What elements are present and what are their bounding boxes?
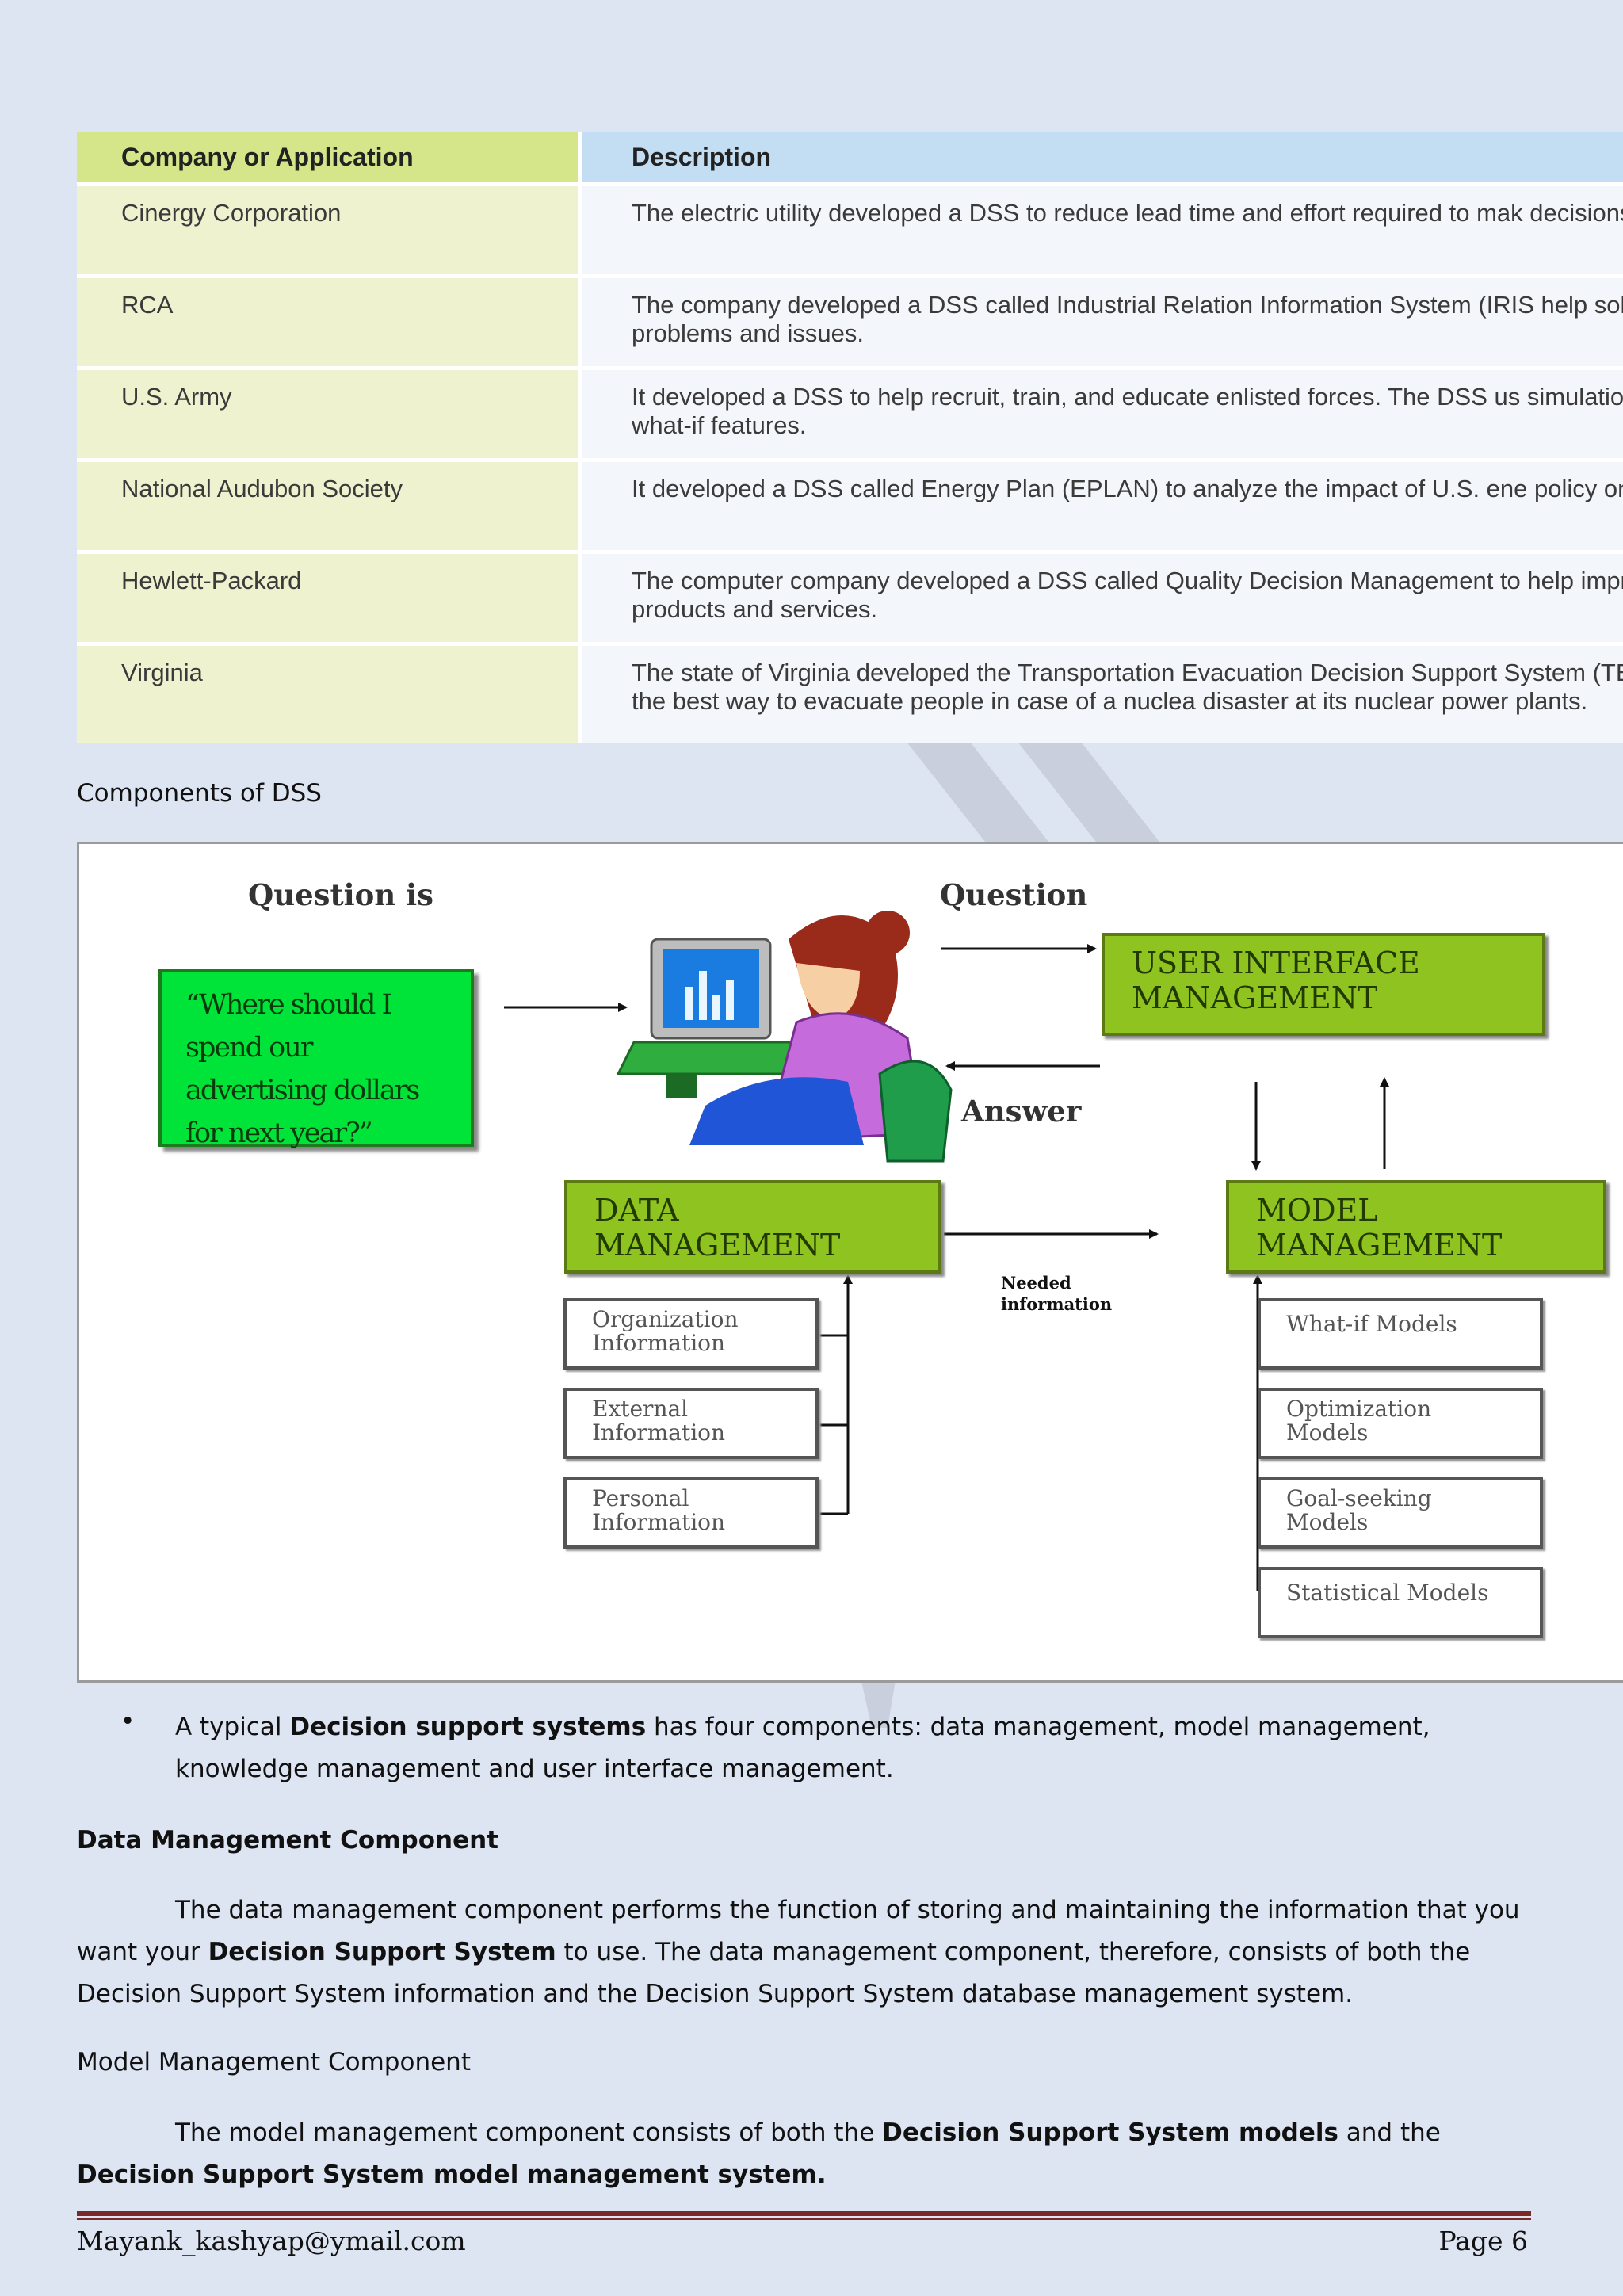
description-cell: It developed a DSS called Energy Plan (E… [578,458,1623,552]
bullet-bold: Decision support systems [289,1713,647,1741]
question-label: Question [940,877,1088,912]
company-cell: RCA [77,274,580,369]
footer-rule [77,2211,1531,2216]
model-management-paragraph: The model management component consists … [77,2112,1559,2196]
data-source-box: External Information [563,1388,819,1459]
data-source-box: Organization Information [563,1298,819,1370]
bullet-post: has four components: data management, mo… [175,1713,1430,1783]
table-row: Cinergy Corporation The electric utility… [77,182,1623,277]
model-p1: The model management component consists … [175,2118,883,2147]
model-box: Optimization Models [1258,1388,1543,1459]
model-box: Statistical Models [1258,1567,1543,1638]
description-cell: The state of Virginia developed the Tran… [578,642,1623,743]
data-management-paragraph: The data management component performs t… [77,1889,1559,2015]
company-cell: U.S. Army [77,366,580,460]
data-management-box: DATA MANAGEMENT [564,1180,941,1274]
footer-email: Mayank_kashyap@ymail.com [77,2225,466,2256]
page-number: Page 6 [1438,2225,1528,2256]
table-row: National Audubon Society It developed a … [77,458,1623,552]
table-row: U.S. Army It developed a DSS to help rec… [77,366,1623,460]
needed-information-label: Needed information [1001,1273,1113,1314]
company-cell: Virginia [77,642,580,743]
column-header-company: Company or Application [77,132,580,185]
question-is-label: Question is [248,877,433,912]
model-box: What-if Models [1258,1298,1543,1370]
company-cell: Hewlett-Packard [77,550,580,644]
data-p2: to use. The data management component, t… [77,1938,1471,2008]
diagram-caption: Components of DSS [77,779,322,808]
data-management-heading: Data Management Component [77,1826,498,1855]
table-row: Virginia The state of Virginia developed… [77,642,1623,743]
model-management-box: MODEL MANAGEMENT [1226,1180,1606,1274]
description-cell: The electric utility developed a DSS to … [578,182,1623,277]
user-interface-management-box: USER INTERFACE MANAGEMENT [1102,933,1545,1036]
diagram-connectors [504,911,1389,1593]
description-cell: The computer company developed a DSS cal… [578,550,1623,644]
description-cell: The company developed a DSS called Indus… [578,274,1623,369]
description-cell: It developed a DSS to help recruit, trai… [578,366,1623,460]
footer-rule-thin [77,2218,1531,2220]
model-b1: Decision Support System models [882,2118,1338,2147]
dss-components-diagram: Question is “Where should I spend our ad… [77,842,1623,1683]
components-bullet: A typical Decision support systems has f… [175,1706,1570,1790]
question-box: “Where should I spend our advertising do… [158,969,474,1149]
model-management-heading: Model Management Component [77,2048,471,2076]
bullet-marker: • [120,1707,136,1736]
table-row: Hewlett-Packard The computer company dev… [77,550,1623,644]
column-header-description: Description [578,132,1623,185]
company-cell: National Audubon Society [77,458,580,552]
data-p-bold: Decision Support System [208,1938,556,1966]
user-at-computer-illustration [616,911,953,1163]
company-cell: Cinergy Corporation [77,182,580,277]
data-source-box: Personal Information [563,1477,819,1549]
answer-label: Answer [961,1094,1082,1129]
model-box: Goal-seeking Models [1258,1477,1543,1549]
model-b2: Decision Support System model management… [77,2160,827,2189]
model-p2: and the [1338,2118,1441,2147]
dss-applications-table: Company or Application Description Ciner… [77,132,1623,743]
bullet-pre: A typical [175,1713,290,1741]
data-p1: The data management component performs t… [77,1896,1520,1966]
table-row: RCA The company developed a DSS called I… [77,274,1623,369]
table-header-row: Company or Application Description [77,132,1623,185]
